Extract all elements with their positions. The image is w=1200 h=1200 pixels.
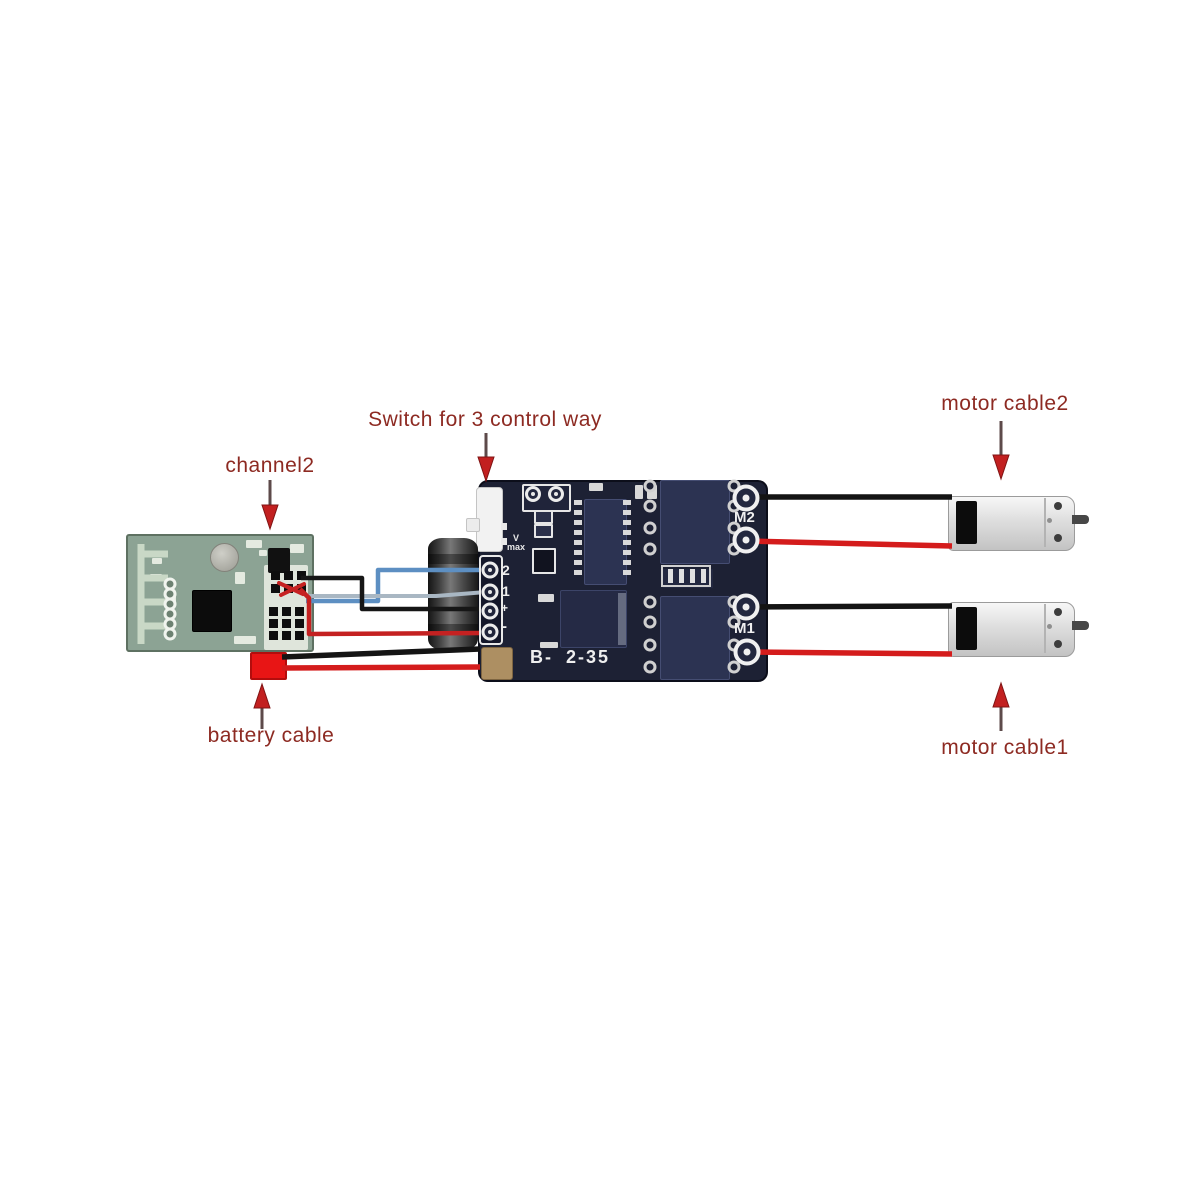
vmax-line2: max [506,542,525,552]
motor-output-pads [732,484,761,666]
motor-terminal [1054,608,1062,616]
silkscreen-mark [235,572,245,584]
motor-terminal [1054,534,1062,542]
resistor [534,524,553,538]
silkscreen-mark [152,558,162,564]
switch-pin [501,523,507,530]
motor1-wire-black [747,603,953,610]
pin-label-2: 2 [502,562,510,578]
motor-wires [747,494,953,657]
battery-wire-black [281,646,481,660]
label-motor-cable2: motor cable2 [941,392,1069,415]
mosfet-driver-m1 [660,596,730,680]
silkscreen-mark [635,485,643,499]
vmax-line1: V [512,533,519,543]
signal-wire-gray [306,590,487,598]
signal-wire-black [301,575,486,612]
silkscreen-mark [259,550,267,556]
esc-silkscreen-text: B- 2-35 [530,647,611,667]
motor-port2-label: M2 [734,509,755,526]
mcu-chip [584,499,627,585]
switch-arrow-down-icon [477,433,495,483]
switch-actuator [466,518,480,532]
label-battery-cable: battery cable [207,724,335,747]
motor2-arrow-down-icon [992,421,1010,481]
battery-wire-red [281,664,481,671]
battery-solder-pad [481,647,513,680]
motor-bearing [1047,624,1052,629]
power-chip-stripe [618,593,626,645]
mcu-pins [574,500,631,575]
motor-shaft [1072,515,1089,524]
capacitor-band [428,554,478,564]
motor-terminal [1054,640,1062,648]
bridge-connector-pins [661,565,711,587]
motor-1 [948,602,1089,657]
vmax-silkscreen: V max [505,534,527,552]
motor-endcap-seam [1044,604,1046,653]
silkscreen-mark [538,594,554,602]
battery-arrow-up-icon [253,682,271,729]
label-switch: Switch for 3 control way [368,408,602,431]
pin-label-plus: + [501,601,509,615]
mosfet-driver-m2 [660,480,730,564]
motor-endcap-seam [1044,498,1046,547]
label-channel2: channel2 [225,454,315,477]
motor-shaft [1072,621,1089,630]
bridge-connector-block [663,569,713,588]
capacitor-smd [532,548,556,574]
silkscreen-mark [540,642,558,648]
motor-2 [948,496,1089,551]
pin-label-1: 1 [502,583,510,599]
receiver-main-chip [192,590,232,632]
motor1-wire-red [749,649,953,657]
solder-jumper-red [277,581,306,597]
motor-port1-label: M1 [734,620,755,637]
battery-wires [281,646,481,671]
resistor [534,510,553,524]
motor-label-window [956,607,977,650]
motor-bearing [1047,518,1052,523]
receiver-pad-grid-lower [269,607,304,640]
switch-pin [501,538,507,545]
antenna-trace [137,544,168,644]
capacitor-band [428,624,478,634]
motor2-wire-red [747,538,953,549]
channel2-arrow-down-icon [261,480,279,531]
silkscreen-mark [290,544,304,553]
receiver-regulator-chip [268,548,290,573]
power-chip [560,590,627,648]
silkscreen-mark [246,540,262,548]
program-pads [525,486,564,502]
crystal-oscillator [210,543,239,572]
pin-label-minus: - [502,618,507,635]
label-motor-cable1: motor cable1 [941,736,1069,759]
signal-wire-blue [306,567,486,604]
silkscreen-mark [589,483,603,491]
signal-wires [277,567,487,637]
esc-input-header [479,555,503,645]
motor1-arrow-up-icon [992,681,1010,731]
motor-label-window [956,501,977,544]
motor-terminal [1054,502,1062,510]
receiver-through-holes [163,577,177,641]
silkscreen-mark [234,636,256,644]
